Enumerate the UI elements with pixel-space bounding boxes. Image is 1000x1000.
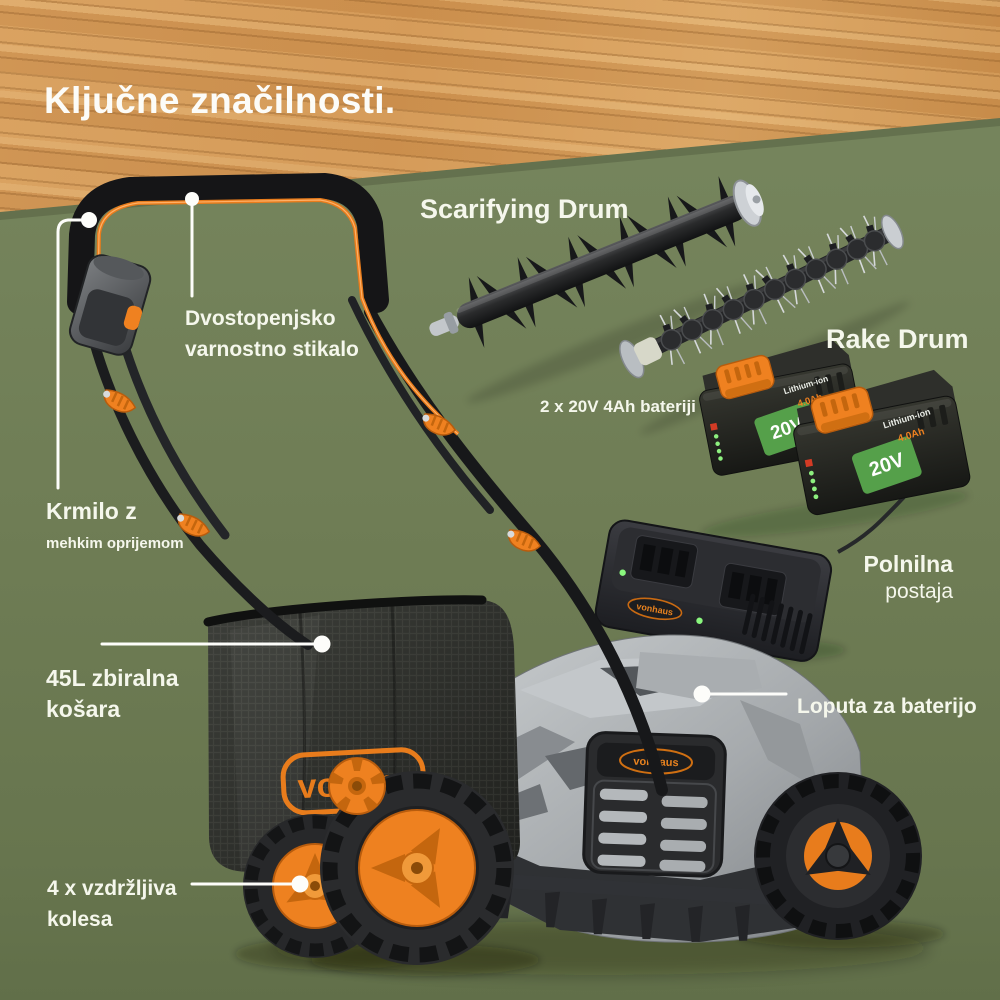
callout-dot-switch xyxy=(185,192,199,206)
label-safety-switch: Dvostopenjsko varnostno stikalo xyxy=(185,303,359,365)
charger-brand-badge xyxy=(627,597,683,621)
battery-door xyxy=(636,652,762,700)
label-collection-bag: 45L zbiralna košara xyxy=(46,663,179,725)
label-batteries: 2 x 20V 4Ah bateriji xyxy=(540,397,696,416)
bag-knob xyxy=(328,757,386,815)
label-wheels-line1: 4 x vzdržljiva xyxy=(47,877,177,900)
label-handle-line1: Krmilo z xyxy=(46,498,137,524)
scarifier-tines xyxy=(470,872,790,942)
callout-lines xyxy=(56,192,788,893)
callout-dot-wheels xyxy=(291,875,309,893)
charger-cable xyxy=(837,495,906,554)
safety-switch-housing xyxy=(68,254,152,356)
wheel-rear xyxy=(754,772,922,940)
label-safety-switch-line1: Dvostopenjsko xyxy=(185,307,336,330)
callout-dot-bag xyxy=(313,635,331,653)
label-collection-bag-line1: 45L zbiralna xyxy=(46,665,179,691)
battery-latch xyxy=(810,386,874,434)
label-collection-bag-line2: košara xyxy=(46,696,121,722)
callout-line-handle xyxy=(56,218,91,490)
charger-led xyxy=(696,617,703,624)
charger: vonhaus xyxy=(594,495,906,662)
battery-latch xyxy=(715,354,775,400)
mower-deck: vonhaus xyxy=(447,634,865,943)
label-charging-station-line2: postaja xyxy=(885,580,953,603)
handle-assembly xyxy=(67,173,668,796)
label-handle: Krmilo z mehkim oprijemom xyxy=(46,496,184,552)
scarifying-drum xyxy=(429,175,764,349)
battery-2: 20V Lithium-ion 4.0Ah xyxy=(793,369,971,516)
switch-orange-button xyxy=(123,305,143,331)
charger-vents xyxy=(742,593,813,655)
label-safety-switch-line2: varnostno stikalo xyxy=(185,338,359,361)
label-wheels: 4 x vzdržljiva kolesa xyxy=(47,873,177,935)
label-handle-line2: mehkim oprijemom xyxy=(46,535,184,552)
battery-badge: 20V xyxy=(852,436,922,494)
label-scarifying-drum: Scarifying Drum xyxy=(420,194,629,224)
callout-dot-battery-door xyxy=(693,685,711,703)
label-charging-station-line1: Polnilna xyxy=(863,551,953,577)
rake-drum xyxy=(619,211,904,379)
label-rake-drum: Rake Drum xyxy=(826,324,969,354)
charger-led xyxy=(619,569,626,576)
page-title: Ključne značilnosti. xyxy=(44,80,396,121)
label-battery-door: Loputa za baterijo xyxy=(797,695,977,718)
wheel-front-right xyxy=(320,771,514,965)
callout-dot-handle xyxy=(81,212,97,228)
label-wheels-line2: kolesa xyxy=(47,908,113,931)
label-charging-station: Polnilna postaja xyxy=(864,549,953,604)
